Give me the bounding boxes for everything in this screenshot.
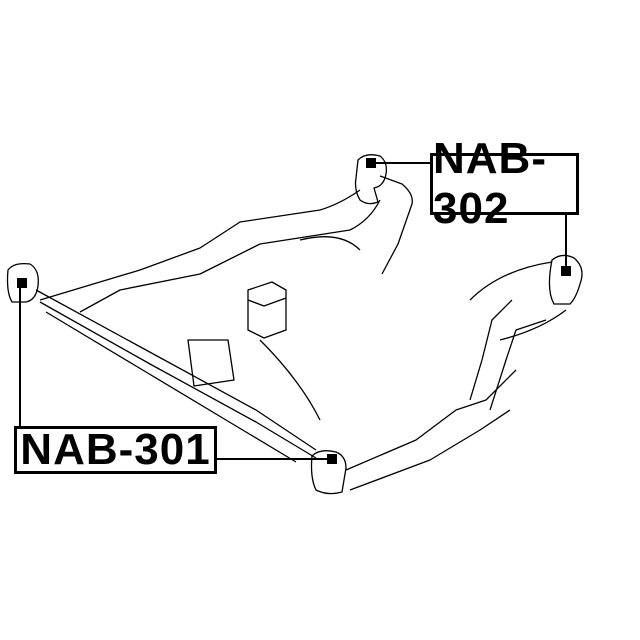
- part-label-nab-302: NAB-302: [430, 134, 579, 233]
- part-label-nab-301: NAB-301: [14, 425, 217, 474]
- callout-301-leader: [17, 278, 337, 464]
- callout-302-leader: [366, 158, 571, 276]
